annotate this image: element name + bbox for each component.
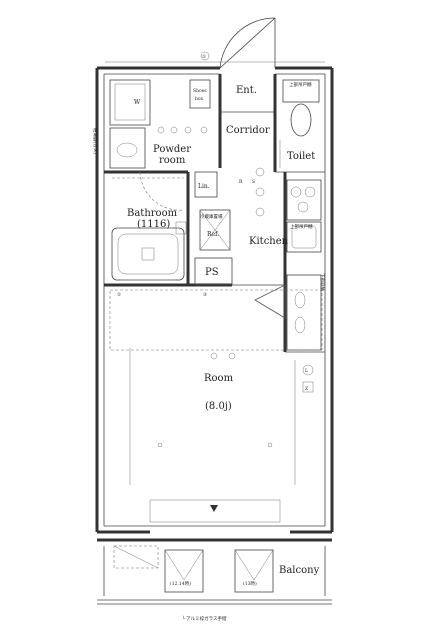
washer-mark: W [134,99,141,106]
powder-fixtures: W [109,79,208,169]
bathroom-label-1: Bathroom [127,208,178,219]
balcony-label: Balcony [279,565,320,576]
toilet-label: Toilet [287,151,315,162]
bathroom-label-2: (1116) [137,219,170,230]
shoe-box-label-1: Shoes [193,88,207,94]
bottom-note: └ アルミ枠ガラス手摺 [182,615,227,622]
kitchen-label: Kitchen [249,236,289,247]
room-label-2: (8.0j) [205,401,232,412]
main-room: L Z [109,284,323,523]
z-marker: Z [305,386,308,392]
bathroom-fixtures [111,171,187,281]
storage-note: 下部収納 [319,273,326,291]
powder-room-label-1: Powder [153,144,191,155]
entrance-label: Ent. [236,85,257,96]
ref-space-note: 冷蔵庫置場 [200,213,223,220]
interior-walls [104,74,325,353]
balcony [97,538,332,605]
room-label-1: Room [204,373,234,384]
pipe-space-label: PS [205,267,219,278]
powder-room-label-2: room [159,155,186,166]
balcony-right-unit: (13時) [243,580,257,587]
toilet-cabinet-note: 上部吊戸棚 [289,81,312,88]
r-marker: R [239,179,243,185]
entrance-door: ① [105,17,325,69]
unit-1-marker: ① [202,54,207,60]
unit-3-marker: ③ [203,292,208,298]
unit-2-marker: ② [117,292,122,298]
toilet-fixtures [279,79,320,168]
l-marker: L [305,368,308,374]
balcony-left-unit: (12.14時) [170,580,191,587]
refrigerator-label: Ref. [207,231,219,238]
left-wall-note: 給湯器(ガス) [92,128,99,154]
kitchen-cabinet-note: 上部吊戸棚 [290,223,313,230]
outer-walls [95,66,334,534]
s-marker: S [252,179,255,185]
room-labels: Ent. Corridor Toilet Powder room Bathroo… [92,81,326,622]
kitchen-fixtures [199,167,322,351]
linen-label: Lin. [198,183,210,190]
shoe-box-label-2: box [195,96,204,102]
corridor-label: Corridor [226,125,270,136]
